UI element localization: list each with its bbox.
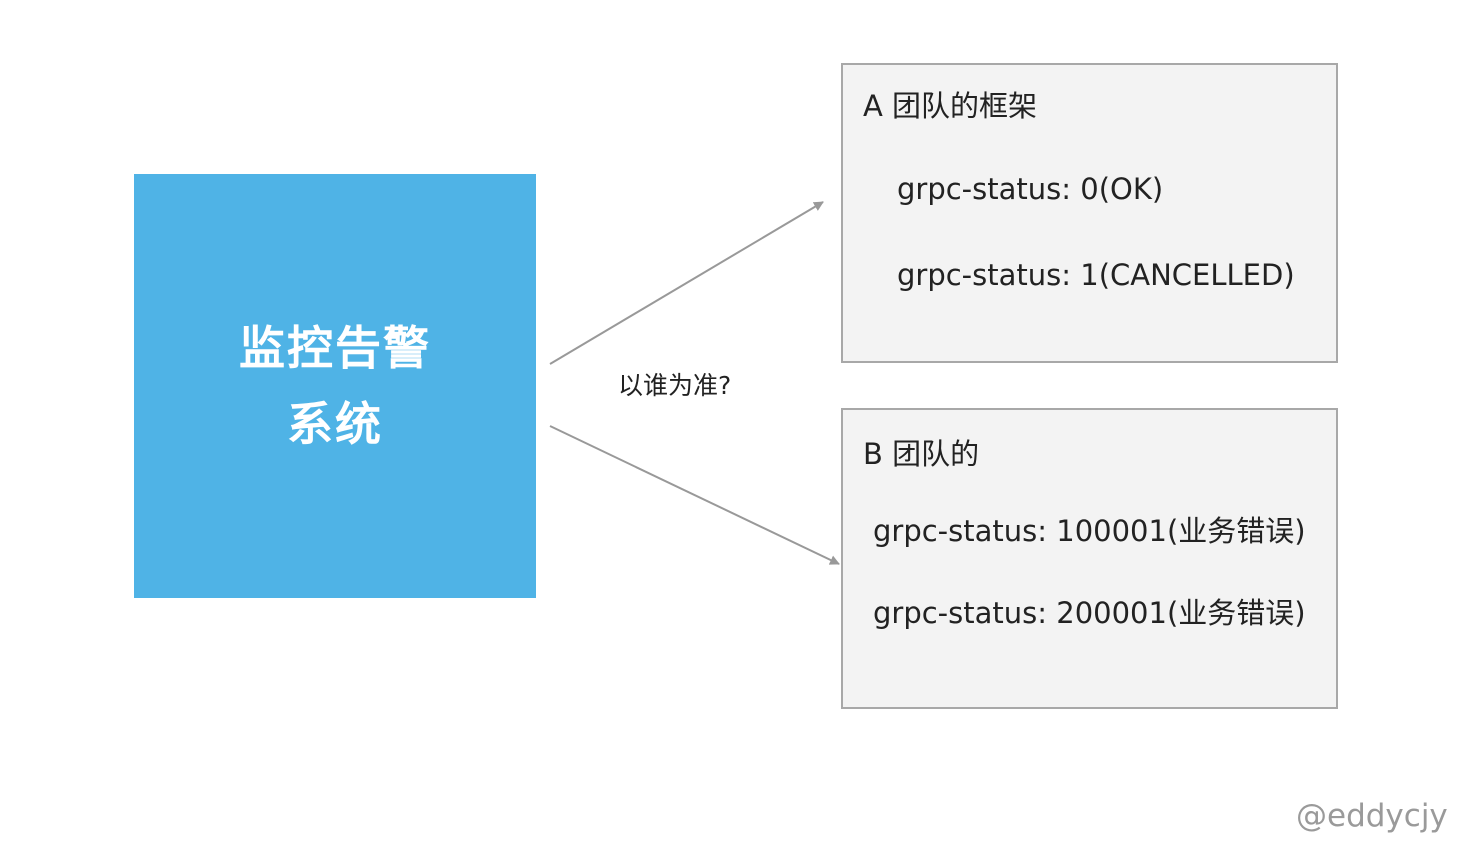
team-a-title: A 团队的框架 (863, 89, 1038, 123)
team-a-status-2: grpc-status: 1(CANCELLED) (897, 258, 1295, 292)
watermark-label: @eddycjy (1296, 798, 1448, 834)
team-b-box: B 团队的 (841, 408, 1338, 709)
arrow-to-team-b (549, 425, 840, 565)
arrow-to-team-a (549, 201, 824, 365)
question-label: 以谁为准? (618, 371, 732, 400)
team-b-title: B 团队的 (863, 437, 980, 471)
system-label-line2: 系统 (287, 397, 383, 451)
team-b-status-1: grpc-status: 100001(业务错误) (873, 514, 1306, 548)
team-b-status-2: grpc-status: 200001(业务错误) (873, 596, 1306, 630)
system-label-line1: 监控告警 (239, 321, 431, 375)
monitoring-system-box: 监控告警 系统 (134, 174, 536, 598)
team-a-box: A 团队的框架 (841, 63, 1338, 363)
team-a-status-1: grpc-status: 0(OK) (897, 172, 1164, 206)
